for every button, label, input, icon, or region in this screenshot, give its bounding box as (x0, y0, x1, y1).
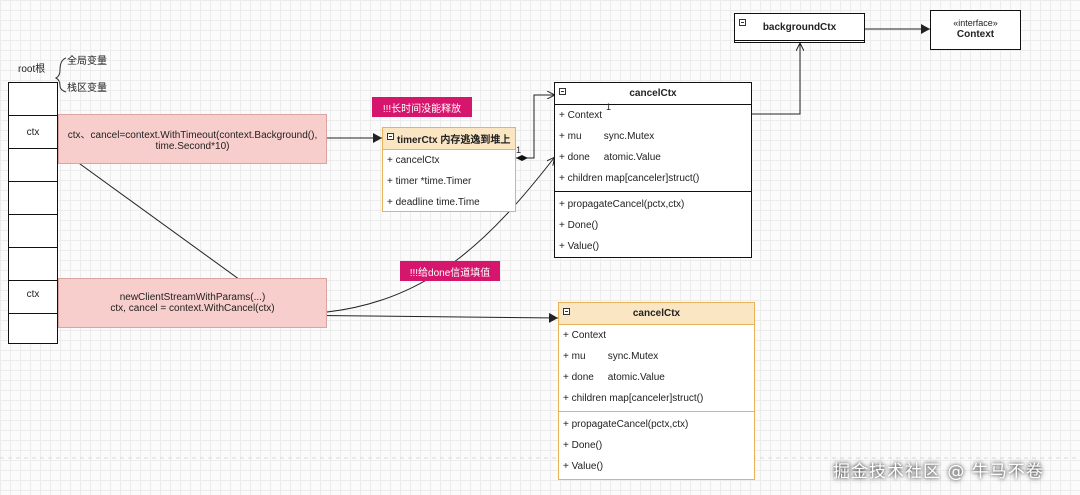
cancelctx-method: + propagateCancel(pctx,ctx) (559, 199, 685, 210)
cancelctx-class-bottom[interactable]: cancelCtx + Context + mu sync.Mutex + do… (558, 302, 755, 480)
root-label: root根 (18, 64, 46, 75)
collapse-icon[interactable] (563, 308, 570, 315)
context-interface[interactable]: «interface» Context (930, 10, 1021, 50)
timerctx-header: timerCtx 内存逃逸到堆上 (383, 128, 515, 150)
collapse-icon[interactable] (739, 19, 746, 26)
fill-done-tag: !!!给done信道填值 (400, 261, 500, 281)
backgroundctx-class[interactable]: backgroundCtx (734, 13, 865, 43)
watermark: 掘金技术社区 @ 牛马不卷 (833, 462, 1044, 482)
leak-tag: !!!长时间没能释放 (372, 97, 472, 117)
timerctx-class[interactable]: timerCtx 内存逃逸到堆上 + cancelCtx + timer *ti… (382, 127, 516, 212)
collapse-icon[interactable] (559, 88, 566, 95)
cancelctx-field: + Context (559, 110, 603, 121)
timerctx-title: timerCtx 内存逃逸到堆上 (397, 135, 511, 146)
cancelctx-top-header: cancelCtx (555, 83, 751, 105)
backgroundctx-header: backgroundCtx (735, 14, 864, 41)
cancelctx-method: + Value() (563, 461, 604, 472)
cancelctx-field: + children map[canceler]struct() (559, 173, 700, 184)
cancelctx-field: + children map[canceler]struct() (563, 393, 704, 404)
stack-column: ctx ctx (8, 82, 58, 344)
timerctx-row: + deadline time.Time (387, 197, 480, 208)
cancelctx-field: + done atomic.Value (559, 152, 661, 163)
stack-var-label: 栈区变量 (67, 83, 107, 94)
stack-cell-ctx-1: ctx (8, 115, 58, 148)
stack-cell (8, 82, 58, 115)
stack-cell (8, 313, 58, 344)
cancelctx-field: + Context (563, 330, 607, 341)
cancelctx-bottom-header: cancelCtx (559, 303, 754, 325)
withcancel-line-1: newClientStreamWithParams(...) (119, 292, 266, 303)
cancelctx-top-title: cancelCtx (629, 88, 677, 99)
timerctx-row: + cancelCtx (387, 155, 440, 166)
withtimeout-line-1: ctx、cancel=context.WithTimeout(context.B… (67, 130, 318, 141)
stack-cell-ctx-2: ctx (8, 280, 58, 313)
cancelctx-field: + done atomic.Value (563, 372, 665, 383)
withcancel-box: newClientStreamWithParams(...) ctx, canc… (58, 278, 327, 328)
cancelctx-method: + Done() (559, 220, 599, 231)
withcancel-line-2: ctx, cancel = context.WithCancel(ctx) (110, 303, 275, 314)
cancelctx-bottom-title: cancelCtx (632, 308, 681, 319)
divider (555, 191, 751, 192)
cancelctx-field: + mu sync.Mutex (563, 351, 659, 362)
cancelctx-field: + mu sync.Mutex (559, 131, 655, 142)
withtimeout-box: ctx、cancel=context.WithTimeout(context.B… (58, 114, 327, 164)
interface-stereotype: «interface» (953, 18, 998, 28)
stack-cell (8, 214, 58, 247)
cancelctx-method: + Done() (563, 440, 603, 451)
divider (559, 411, 754, 412)
stack-cell (8, 247, 58, 280)
timerctx-row: + timer *time.Timer (387, 176, 472, 187)
cancelctx-method: + propagateCancel(pctx,ctx) (563, 419, 689, 430)
global-var-label: 全局变量 (67, 56, 107, 67)
backgroundctx-title: backgroundCtx (762, 21, 837, 33)
edge-timerctx-to-cancelctx (516, 95, 554, 159)
interface-title: Context (956, 29, 995, 40)
cancelctx-class-top[interactable]: cancelCtx + Context + mu sync.Mutex + do… (554, 82, 752, 258)
withtimeout-line-2: time.Second*10) (155, 141, 230, 152)
multiplicity-label: 1 (606, 102, 612, 112)
stack-cell (8, 181, 58, 214)
collapse-icon[interactable] (387, 133, 394, 140)
multiplicity-label: 1 (516, 145, 522, 155)
edge-ctx-to-newclient (57, 147, 266, 299)
cancelctx-method: + Value() (559, 241, 600, 252)
stack-cell (8, 148, 58, 181)
